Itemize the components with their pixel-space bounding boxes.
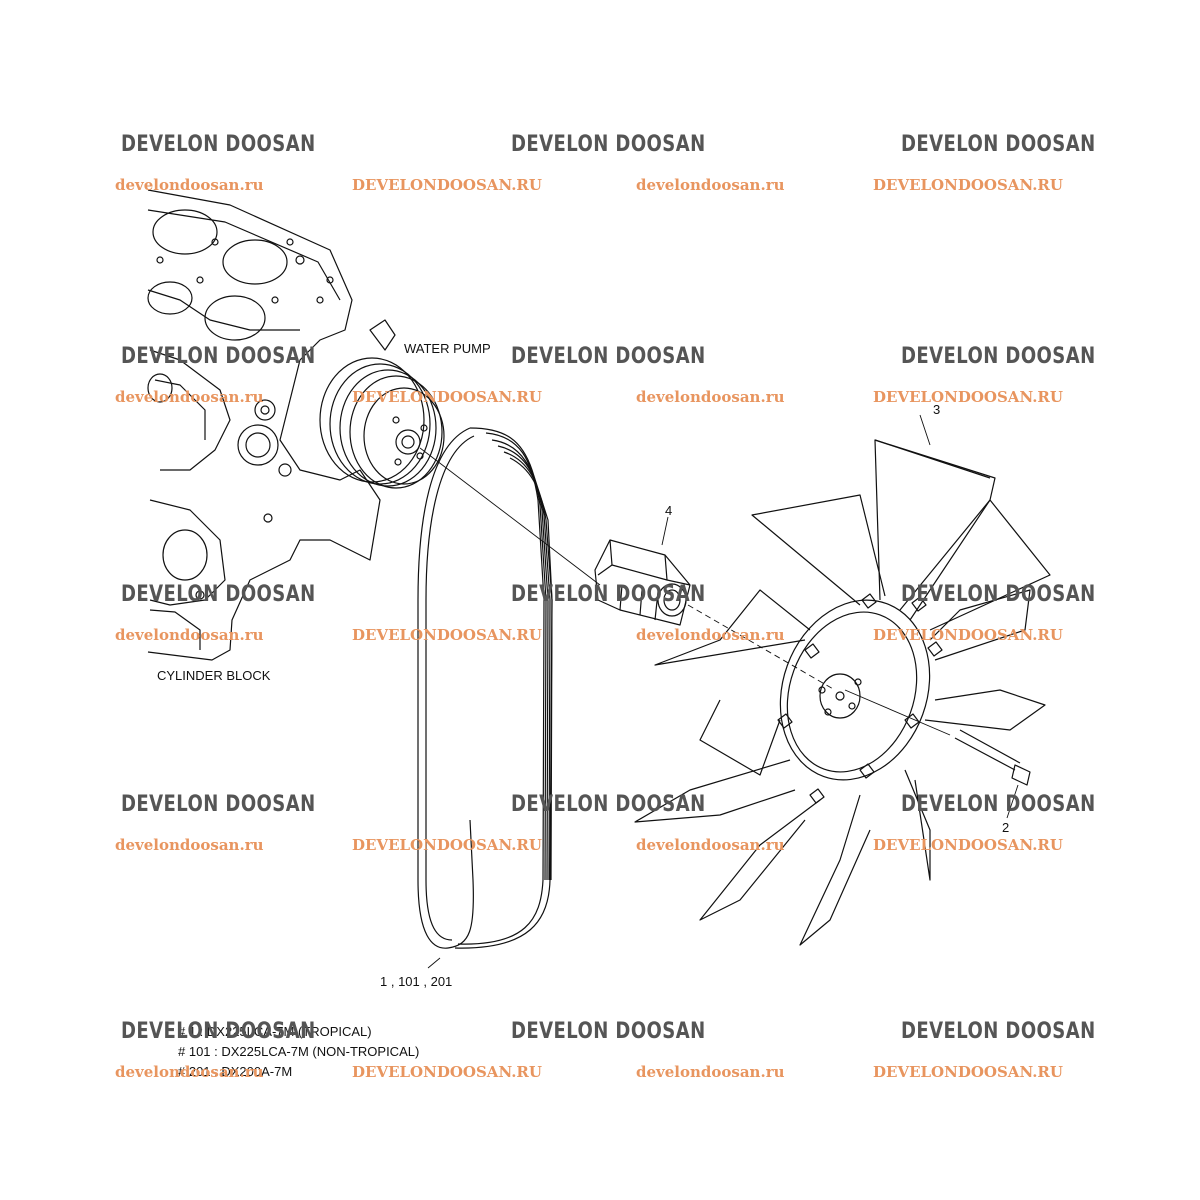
watermark-brand-text: DEVELON DOOSAN [121, 343, 316, 369]
watermark-brand: DEVELON DOOSAN [505, 578, 705, 610]
water-pump-label: WATER PUMP [404, 341, 491, 356]
leader-lines [419, 414, 1019, 969]
watermark-url: develondoosan.ru [115, 388, 264, 406]
watermark-brand-text: DEVELON DOOSAN [121, 581, 316, 607]
watermark-brand: DEVELON DOOSAN [505, 1015, 705, 1047]
watermark-brand-text: DEVELON DOOSAN [121, 791, 316, 817]
watermark-brand-text: DEVELON DOOSAN [511, 131, 706, 157]
watermark-url: DEVELONDOOSAN.RU [873, 388, 1063, 406]
watermark-brand: DEVELON DOOSAN [505, 788, 705, 820]
watermark-url: DEVELONDOOSAN.RU [873, 836, 1063, 854]
watermark-url: DEVELONDOOSAN.RU [352, 1063, 542, 1081]
watermark-url: develondoosan.ru [636, 836, 785, 854]
watermark-brand: DEVELON DOOSAN [895, 128, 1095, 160]
watermark-brand-text: DEVELON DOOSAN [511, 581, 706, 607]
watermark-url: develondoosan.ru [636, 626, 785, 644]
watermark-brand: DEVELON DOOSAN [115, 340, 315, 372]
callout-belt: 1 , 101 , 201 [380, 974, 453, 989]
watermark-brand-text: DEVELON DOOSAN [901, 1018, 1096, 1044]
callout-3: 3 [933, 402, 941, 417]
watermark-url: DEVELONDOOSAN.RU [352, 626, 542, 644]
watermark-brand-text: DEVELON DOOSAN [901, 791, 1096, 817]
watermark-brand: DEVELON DOOSAN [115, 1015, 315, 1047]
fan-bolt [954, 729, 1031, 786]
watermark-brand-text: DEVELON DOOSAN [511, 791, 706, 817]
watermark-brand-text: DEVELON DOOSAN [121, 1018, 316, 1044]
watermark-url: DEVELONDOOSAN.RU [873, 626, 1063, 644]
legend-item: # 1 : DX225LCA-7M (TROPICAL) [178, 1024, 372, 1039]
watermark-brand: DEVELON DOOSAN [115, 578, 315, 610]
watermark-url: DEVELONDOOSAN.RU [873, 1063, 1063, 1081]
v-belt [417, 427, 553, 949]
watermark-brand: DEVELON DOOSAN [115, 128, 315, 160]
watermark-url: develondoosan.ru [115, 626, 264, 644]
watermark-brand: DEVELON DOOSAN [895, 340, 1095, 372]
watermark-url: develondoosan.ru [115, 176, 264, 194]
watermark-brand-text: DEVELON DOOSAN [511, 1018, 706, 1044]
fan-spacer [594, 539, 691, 626]
cooling-fan [634, 439, 1051, 946]
watermark-brand: DEVELON DOOSAN [505, 128, 705, 160]
watermark-url: develondoosan.ru [636, 176, 785, 194]
watermark-brand: DEVELON DOOSAN [895, 1015, 1095, 1047]
callout-2: 2 [1002, 820, 1010, 835]
watermark-url: DEVELONDOOSAN.RU [873, 176, 1063, 194]
water-pump-pulley [319, 357, 445, 489]
watermark-brand: DEVELON DOOSAN [895, 788, 1095, 820]
watermark-url: develondoosan.ru [115, 1063, 264, 1081]
watermark-brand-text: DEVELON DOOSAN [901, 581, 1096, 607]
watermark-brand: DEVELON DOOSAN [505, 340, 705, 372]
watermark-brand-text: DEVELON DOOSAN [901, 131, 1096, 157]
cylinder-block-label: CYLINDER BLOCK [157, 668, 271, 683]
watermark-url: DEVELONDOOSAN.RU [352, 836, 542, 854]
watermark-url: develondoosan.ru [636, 1063, 785, 1081]
watermark-brand-text: DEVELON DOOSAN [511, 343, 706, 369]
model-legend: # 1 : DX225LCA-7M (TROPICAL) # 101 : DX2… [178, 1022, 419, 1082]
watermark-brand-text: DEVELON DOOSAN [121, 131, 316, 157]
watermark-url: DEVELONDOOSAN.RU [352, 388, 542, 406]
callout-4: 4 [665, 503, 673, 518]
watermark-url: DEVELONDOOSAN.RU [352, 176, 542, 194]
legend-item: # 101 : DX225LCA-7M (NON-TROPICAL) [178, 1044, 420, 1059]
watermark-url: develondoosan.ru [115, 836, 264, 854]
watermark-brand: DEVELON DOOSAN [895, 578, 1095, 610]
legend-item: # 201 : DX200A-7M [178, 1064, 293, 1079]
watermark-brand: DEVELON DOOSAN [115, 788, 315, 820]
watermark-brand-text: DEVELON DOOSAN [901, 343, 1096, 369]
cylinder-block-drawing [147, 189, 396, 661]
watermark-url: develondoosan.ru [636, 388, 785, 406]
